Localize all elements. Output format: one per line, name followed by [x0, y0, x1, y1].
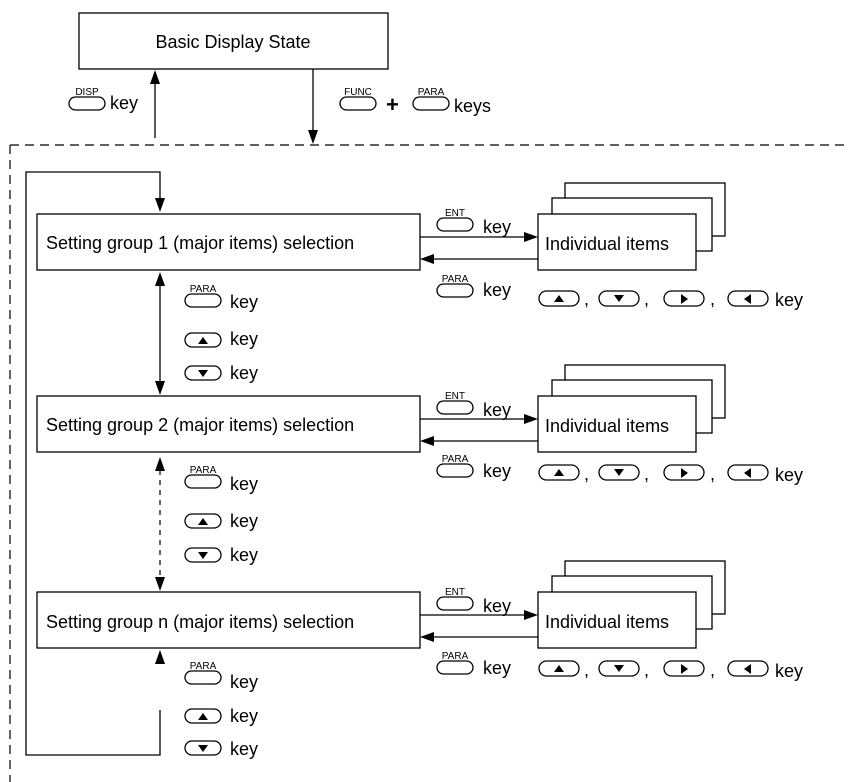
svg-text:key: key — [483, 596, 511, 616]
items-box — [537, 213, 697, 271]
svg-text:PARA: PARA — [190, 284, 217, 295]
ent-key-icon — [436, 400, 474, 415]
setting-group-n-box — [36, 591, 421, 649]
plus-sign: + — [386, 92, 399, 117]
setting-group-1-label: Setting group 1 (major items) selection — [46, 233, 354, 253]
to-items-arrow-head — [524, 232, 538, 242]
svg-text:,: , — [710, 660, 715, 680]
key-legend-2-n: PARA key key key — [184, 465, 258, 565]
svg-text:,: , — [710, 464, 715, 484]
para-key-name: PARA — [418, 87, 445, 98]
disp-key-suffix: key — [110, 93, 138, 113]
svg-text:PARA: PARA — [442, 454, 469, 465]
svg-text:ENT: ENT — [445, 587, 465, 598]
loop-return-line — [25, 171, 161, 756]
para-key-suffix: key — [483, 280, 511, 300]
basic-display-state-label: Basic Display State — [155, 32, 310, 52]
svg-text:key: key — [230, 363, 258, 383]
para-key-name: PARA — [442, 274, 469, 285]
group-n-up-arrow — [155, 650, 165, 664]
svg-text:key: key — [775, 465, 803, 485]
ent-key-name: ENT — [445, 208, 465, 219]
setting-group-2: Setting group 2 (major items) selection … — [36, 364, 803, 485]
nav-keys: , , , key — [538, 660, 803, 681]
setting-group-n-label: Setting group n (major items) selection — [46, 612, 354, 632]
setting-group-1-box — [36, 213, 421, 271]
items-label: Individual items — [545, 416, 669, 436]
svg-text:key: key — [230, 672, 258, 692]
svg-text:,: , — [644, 660, 649, 680]
items-label: Individual items — [545, 234, 669, 254]
key-legend-n: PARA key key key — [184, 661, 258, 759]
svg-text:key: key — [230, 545, 258, 565]
items-box — [537, 395, 697, 453]
svg-text:key: key — [483, 658, 511, 678]
svg-text:,: , — [710, 289, 715, 309]
arrow-up-head — [150, 70, 160, 84]
para-key-icon — [436, 283, 474, 298]
disp-key-icon — [68, 96, 106, 111]
para-key-icon — [436, 660, 474, 675]
svg-text:key: key — [230, 474, 258, 494]
setting-group-2-label: Setting group 2 (major items) selection — [46, 415, 354, 435]
svg-text:key: key — [230, 329, 258, 349]
para-key-icon — [436, 463, 474, 478]
ent-key-suffix: key — [483, 217, 511, 237]
nav-keys: , , , key — [538, 289, 803, 310]
key-legend-1-2: PARA key key key — [184, 284, 258, 383]
back-arrow-head — [420, 254, 434, 264]
ent-key-icon — [436, 217, 474, 232]
keys-suffix: keys — [454, 96, 491, 116]
svg-text:PARA: PARA — [190, 465, 217, 476]
svg-text:PARA: PARA — [442, 651, 469, 662]
svg-text:,: , — [584, 660, 589, 680]
svg-text:key: key — [775, 290, 803, 310]
svg-text:,: , — [584, 464, 589, 484]
svg-text:,: , — [584, 289, 589, 309]
svg-text:PARA: PARA — [190, 661, 217, 672]
func-key-name: FUNC — [344, 87, 372, 98]
arrow-down-head — [308, 130, 318, 144]
svg-text:ENT: ENT — [445, 391, 465, 402]
basic-display-state-box — [78, 12, 389, 70]
disp-key-name: DISP — [75, 87, 99, 98]
nav-keys: , , , key — [538, 464, 803, 485]
setting-group-n: Setting group n (major items) selection … — [36, 560, 803, 681]
ent-key-icon — [436, 596, 474, 611]
loop-arrow-head — [155, 198, 165, 212]
svg-text:key: key — [230, 511, 258, 531]
svg-text:,: , — [644, 289, 649, 309]
svg-text:,: , — [644, 464, 649, 484]
para-key-icon — [412, 96, 450, 111]
svg-text:key: key — [230, 739, 258, 759]
svg-text:key: key — [483, 400, 511, 420]
items-box — [537, 591, 697, 649]
svg-text:key: key — [230, 292, 258, 312]
svg-text:key: key — [775, 661, 803, 681]
svg-text:key: key — [483, 461, 511, 481]
setting-group-2-box — [36, 395, 421, 453]
setting-group-1: Setting group 1 (major items) selection … — [36, 182, 803, 310]
func-key-icon — [339, 96, 377, 111]
items-label: Individual items — [545, 612, 669, 632]
svg-text:key: key — [230, 706, 258, 726]
